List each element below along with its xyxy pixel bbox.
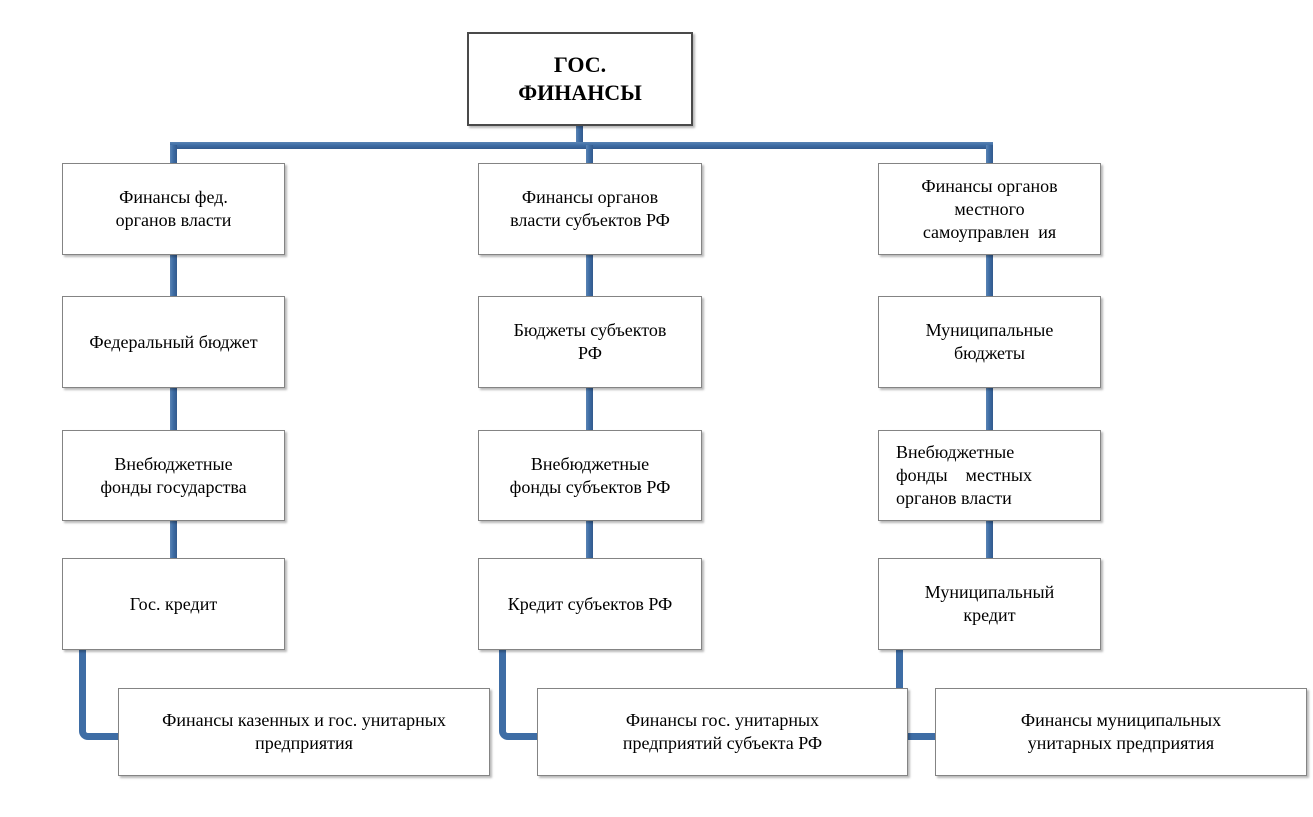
node-label: Кредит субъектов РФ — [507, 593, 673, 614]
node-state-unitary-enterprises-finances: Финансы казенных и гос. унитарных предпр… — [118, 688, 490, 776]
node-label: Финансы органов местного самоуправлен ия — [921, 175, 1058, 242]
node-municipal-credit: Муниципальный кредит — [878, 558, 1101, 650]
node-label: Внебюджетные фонды государства — [100, 453, 247, 497]
node-label: Гос. кредит — [129, 593, 218, 614]
node-rf-subjects-budgets: Бюджеты субъектов РФ — [478, 296, 702, 388]
node-rf-subject-unitary-enterprises-finances: Финансы гос. унитарных предприятий субъе… — [537, 688, 908, 776]
node-municipal-budgets: Муниципальные бюджеты — [878, 296, 1101, 388]
connector-federal-enterprises-elbow — [79, 649, 125, 740]
connector-root-stub — [576, 125, 583, 146]
connector-column-federal-vertical — [170, 145, 177, 650]
node-label: Финансы органов власти субъектов РФ — [510, 187, 670, 230]
node-state-credit: Гос. кредит — [62, 558, 285, 650]
node-label: Федеральный бюджет — [89, 331, 258, 352]
node-state-extrabudgetary-funds: Внебюджетные фонды государства — [62, 430, 285, 521]
connector-column-subjects-vertical — [586, 145, 593, 650]
node-label: Финансы муниципальных унитарных предприя… — [1020, 710, 1222, 753]
node-label: Бюджеты субъектов РФ — [513, 320, 667, 363]
node-label: Муниципальные бюджеты — [925, 320, 1054, 363]
node-label: Внебюджетные фонды местных органов власт… — [896, 442, 1032, 508]
node-label: ГОС. ФИНАНСЫ — [518, 52, 642, 105]
node-local-government-finances: Финансы органов местного самоуправлен ия — [878, 163, 1101, 255]
node-rf-subjects-credit: Кредит субъектов РФ — [478, 558, 702, 650]
node-label: Финансы фед. органов власти — [115, 187, 232, 230]
connector-main-horizontal — [170, 142, 993, 149]
node-label: Муниципальный кредит — [924, 582, 1055, 625]
node-label: Финансы гос. унитарных предприятий субъе… — [622, 710, 823, 753]
node-local-extrabudgetary-funds: Внебюджетные фонды местных органов власт… — [878, 430, 1101, 521]
node-state-finances: ГОС. ФИНАНСЫ — [467, 32, 693, 126]
node-label: Финансы казенных и гос. унитарных предпр… — [162, 710, 446, 753]
node-municipal-unitary-enterprises-finances: Финансы муниципальных унитарных предприя… — [935, 688, 1307, 776]
connector-subjects-enterprises-elbow — [499, 649, 544, 740]
node-rf-subjects-extrabudgetary-funds: Внебюджетные фонды субъектов РФ — [478, 430, 702, 521]
node-label: Внебюджетные фонды субъектов РФ — [509, 453, 671, 497]
connector-column-municipal-vertical — [986, 145, 993, 650]
node-federal-budget: Федеральный бюджет — [62, 296, 285, 388]
node-federal-authorities-finances: Финансы фед. органов власти — [62, 163, 285, 255]
node-rf-subjects-authorities-finances: Финансы органов власти субъектов РФ — [478, 163, 702, 255]
